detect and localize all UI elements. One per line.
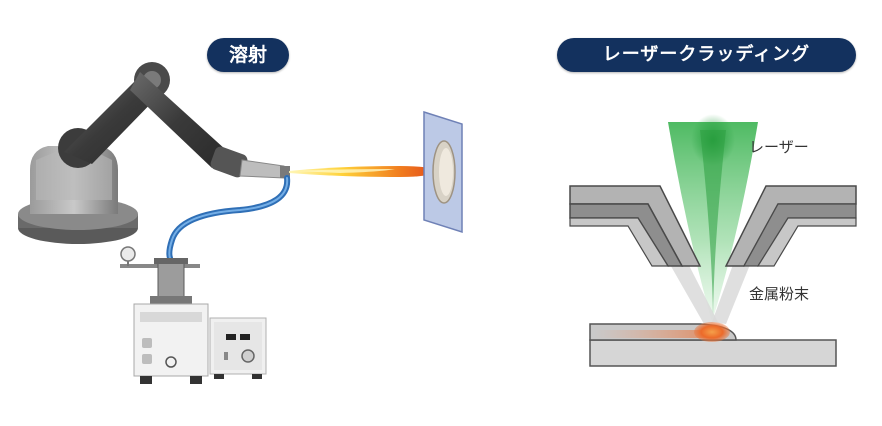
controller-display [226,334,236,340]
robot-lower-arm [64,76,162,164]
robot-arm [18,62,290,244]
controller-unit [209,317,267,379]
laser-label: レーザー [749,138,809,156]
powder-feeder [120,246,209,384]
spray-gun [239,159,285,179]
nozzle-left [569,185,702,267]
melt-pool [694,322,730,342]
controller-knob-icon [241,349,255,363]
robot-upper-arm [130,72,226,168]
laser-cladding-title: レーザークラッディング [557,38,856,72]
metal-powder-label: 金属粉末 [749,285,810,303]
spray-target-panel [423,110,463,234]
thermal-spray-title: 溶射 [207,38,289,72]
powder-hose [166,175,291,261]
cladding-substrate [589,322,837,367]
pressure-gauge-icon [120,246,136,262]
nozzle-right [724,185,857,267]
